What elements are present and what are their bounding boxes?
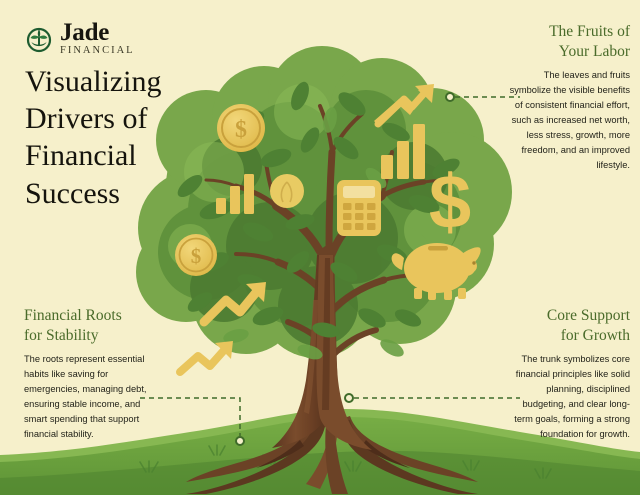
callout-financial-roots: Financial Roots for Stability The roots … [24, 306, 150, 442]
callout-fruits-heading-line-2: Your Labor [558, 42, 630, 60]
svg-text:$: $ [235, 117, 247, 143]
fruit-icon [270, 174, 304, 208]
page-title-line-1: Visualizing [25, 65, 162, 98]
brand-tagline: FINANCIAL [60, 45, 135, 56]
callout-trunk-heading-line-1: Core Support [546, 307, 630, 324]
tree-roots [186, 416, 478, 494]
callout-trunk-heading: Core Support for Growth [508, 306, 630, 345]
bar-chart-icon [216, 174, 254, 214]
brand-logo[interactable]: Jade FINANCIAL [24, 20, 135, 59]
connector-node-trunk [344, 393, 354, 403]
connector-node-roots [235, 436, 245, 446]
callout-fruits-heading-line-1: The Fruits of [549, 23, 630, 40]
callout-core-support: Core Support for Growth The trunk symbol… [508, 306, 630, 442]
connector-lines [140, 92, 520, 446]
callout-trunk-body: The trunk symbolizes core financial prin… [514, 354, 630, 440]
callout-roots-heading-line-2: for Stability [24, 326, 99, 344]
page-title-line-2: Drivers of [25, 102, 148, 136]
gold-coin-dollar-icon: $ [217, 104, 265, 152]
callout-fruits-body: The leaves and fruits symbolize the visi… [509, 70, 630, 171]
callout-fruits-of-your-labor: The Fruits of Your Labor The leaves and … [508, 22, 630, 173]
brand-name: Jade [60, 19, 110, 46]
trend-arrow-up-icon [176, 341, 233, 376]
callout-trunk-heading-line-2: for Growth [560, 326, 630, 344]
page-title-line-3: Financial [25, 139, 137, 173]
page-title: Visualizing Drivers of Financial Success [25, 63, 220, 212]
leaf-emblem-icon [26, 28, 52, 53]
trend-arrow-up-icon [199, 282, 266, 327]
callout-roots-heading: Financial Roots for Stability [24, 306, 150, 345]
calculator-icon [337, 180, 381, 236]
ground-hill [0, 409, 640, 495]
bar-chart-growth-arrow-icon [374, 84, 434, 179]
callout-roots-heading-line-1: Financial Roots [24, 307, 122, 324]
svg-text:$: $ [429, 160, 471, 245]
piggy-bank-icon [391, 243, 481, 300]
gold-coin-dollar-icon: $ [175, 234, 217, 276]
connector-node-fruits [445, 92, 455, 102]
dollar-sign-icon: $ [429, 160, 471, 245]
callout-fruits-heading: The Fruits of Your Labor [508, 22, 630, 61]
callout-roots-body: The roots represent essential habits lik… [24, 354, 147, 440]
page-title-line-4: Success [25, 176, 120, 210]
svg-text:$: $ [191, 244, 202, 268]
